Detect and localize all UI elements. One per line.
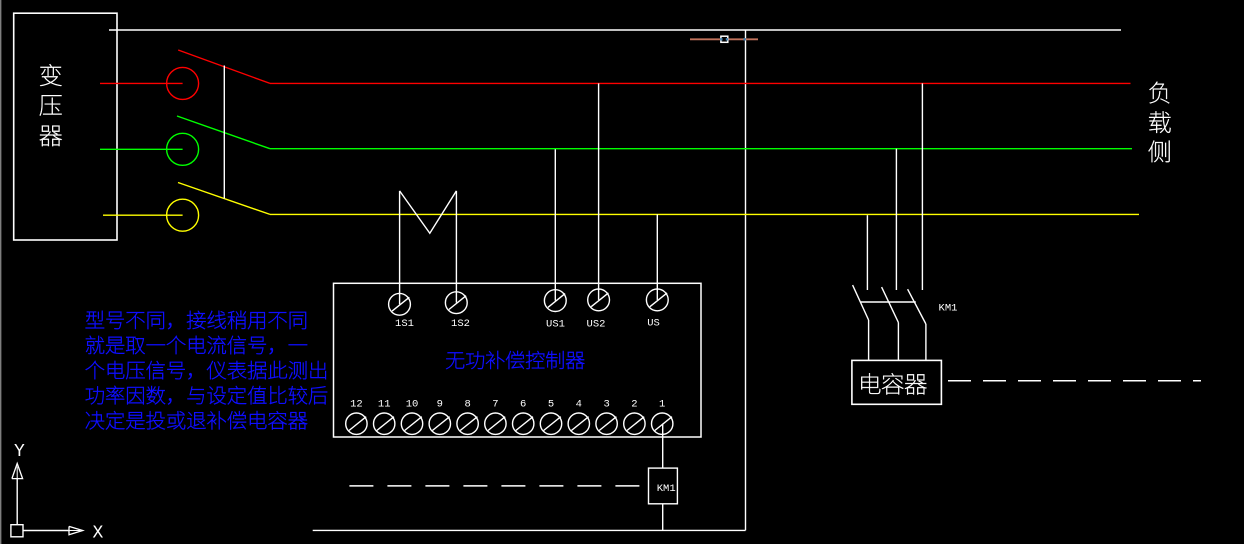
svg-text:2: 2 bbox=[631, 399, 637, 411]
svg-text:1S1: 1S1 bbox=[395, 318, 414, 330]
svg-text:10: 10 bbox=[406, 399, 419, 411]
svg-text:US: US bbox=[647, 317, 660, 329]
svg-text:1S2: 1S2 bbox=[451, 318, 470, 330]
svg-text:5: 5 bbox=[548, 399, 554, 411]
svg-text:6: 6 bbox=[520, 399, 526, 411]
svg-text:7: 7 bbox=[492, 399, 498, 411]
svg-text:Y: Y bbox=[14, 442, 25, 462]
svg-text:KM1: KM1 bbox=[657, 483, 676, 495]
svg-text:US2: US2 bbox=[587, 318, 606, 330]
svg-text:3: 3 bbox=[603, 399, 609, 411]
svg-text:11: 11 bbox=[378, 399, 391, 411]
svg-text:KM1: KM1 bbox=[939, 303, 958, 315]
svg-text:X: X bbox=[92, 524, 103, 544]
svg-text:8: 8 bbox=[464, 399, 470, 411]
svg-text:1: 1 bbox=[659, 399, 665, 411]
svg-text:9: 9 bbox=[437, 399, 443, 411]
svg-text:12: 12 bbox=[350, 399, 363, 411]
svg-text:US1: US1 bbox=[546, 318, 565, 330]
svg-text:4: 4 bbox=[576, 399, 582, 411]
